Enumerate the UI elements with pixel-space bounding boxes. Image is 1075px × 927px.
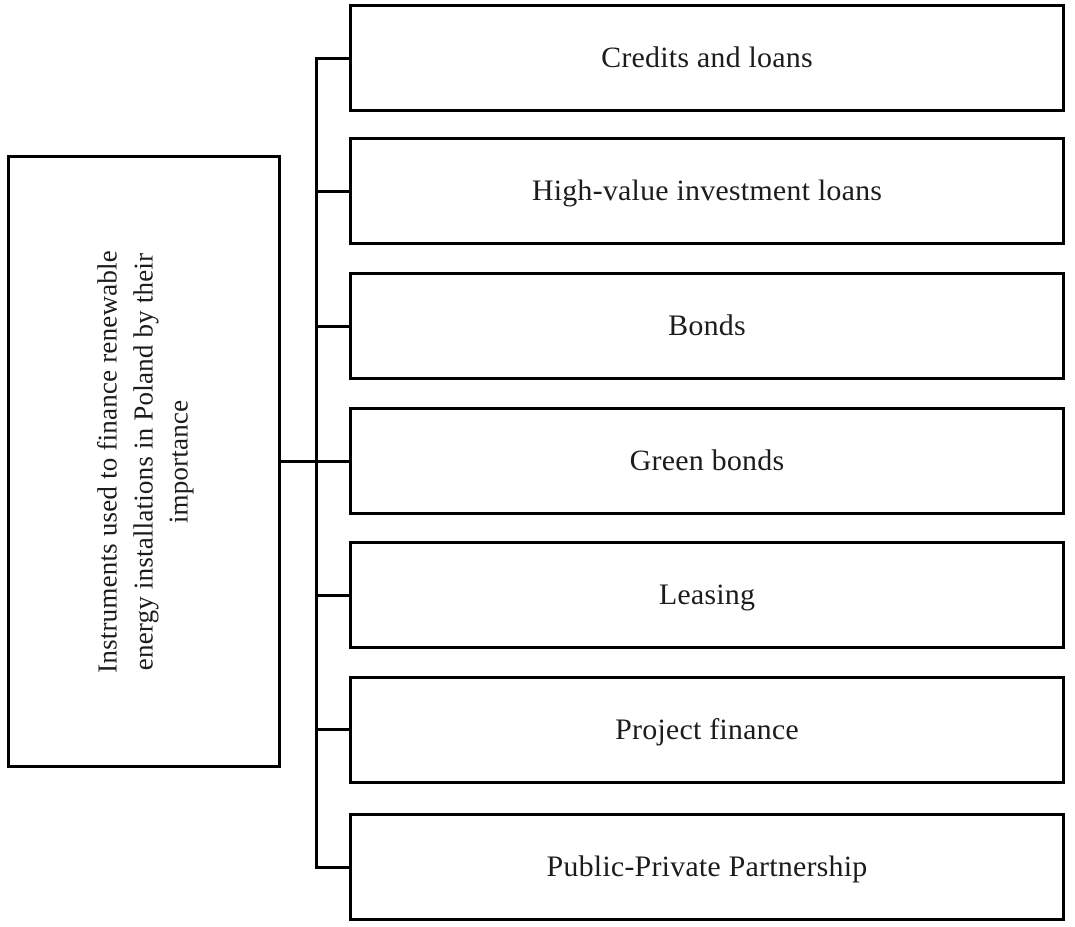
node-label: Public-Private Partnership	[546, 850, 868, 883]
connector-stub-leasing	[315, 594, 350, 597]
node-bonds: Bonds	[349, 272, 1065, 380]
root-label-line-1: Instruments used to finance renewable	[92, 250, 123, 673]
root-label-line-3: importance	[163, 399, 194, 524]
connector-stub-credits-and-loans	[315, 57, 350, 60]
node-label: Credits and loans	[601, 41, 813, 74]
connector-stub-high-value-investment-loans	[315, 190, 350, 193]
node-public-private-partnership: Public-Private Partnership	[349, 813, 1065, 921]
node-green-bonds: Green bonds	[349, 407, 1065, 515]
node-label: High-value investment loans	[531, 174, 883, 207]
node-high-value-investment-loans: High-value investment loans	[349, 137, 1065, 245]
connector-stub-bonds	[315, 325, 350, 328]
node-label: Bonds	[668, 309, 746, 342]
root-label-line-2: energy installations in Poland by their	[128, 252, 159, 671]
connector-stub-green-bonds	[315, 460, 350, 463]
connector-root-link	[281, 460, 318, 463]
root-node: Instruments used to finance renewable en…	[7, 155, 281, 768]
connector-stub-public-private-partnership	[315, 866, 350, 869]
node-credits-and-loans: Credits and loans	[349, 4, 1065, 112]
node-label: Green bonds	[629, 444, 785, 477]
connector-stub-project-finance	[315, 728, 350, 731]
node-label: Project finance	[615, 713, 799, 746]
root-node-label: Instruments used to finance renewable en…	[91, 192, 198, 732]
node-leasing: Leasing	[349, 541, 1065, 649]
node-label: Leasing	[658, 578, 756, 611]
node-project-finance: Project finance	[349, 676, 1065, 784]
connector-spine	[315, 57, 318, 869]
